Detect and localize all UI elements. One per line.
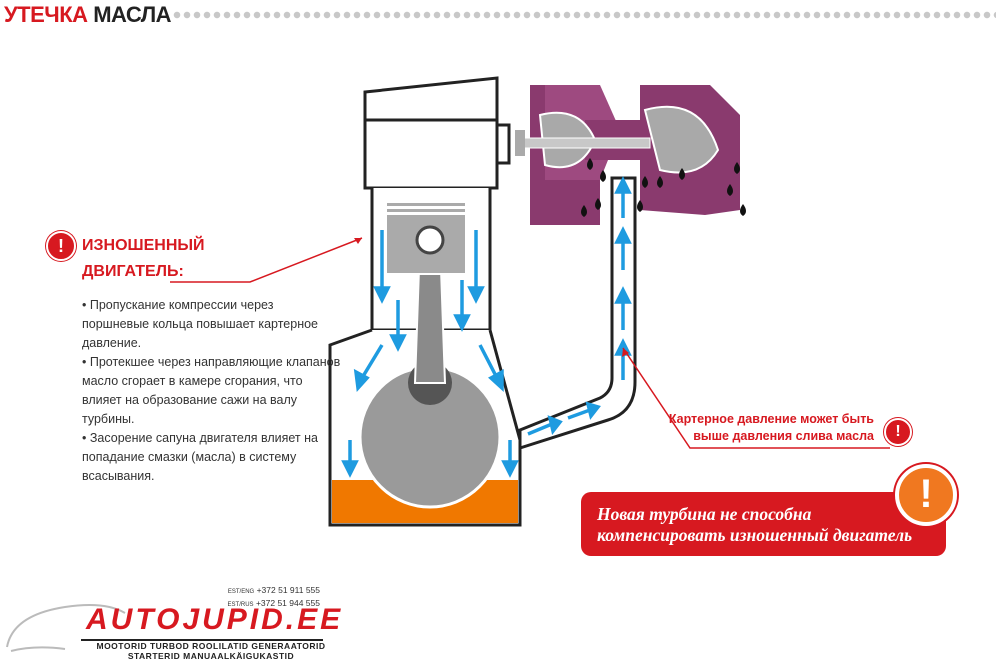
contact-phones: EST/ENG +372 51 911 555 EST/RUS +372 51 … [196,585,320,611]
callout-line-engine [170,237,363,283]
pressure-note-line-1: Картерное давление может быть [668,412,874,426]
bullet-item: • Пропускание компрессии через поршневые… [82,298,319,350]
heading-line-1: ИЗНОШЕННЫЙ [82,237,205,254]
worn-engine-heading: ИЗНОШЕННЫЙ ДВИГАТЕЛЬ: [82,233,205,285]
title-dots-divider [172,10,996,20]
contact-phone: +372 51 911 555 [256,585,320,595]
turbo-warning-banner: Новая турбина не способна компенсировать… [581,492,946,556]
contact-row: EST/RUS +372 51 944 555 [196,598,320,611]
contact-label: EST/ENG [227,589,255,595]
oil-drops [581,158,746,217]
pressure-warning-icon: ! [884,418,912,446]
brand-logo: AUTOJUPID.EE [86,603,344,636]
pressure-note-line-2: выше давления слива масла [693,429,874,443]
page-title: УТЕЧКА МАСЛА [4,2,172,28]
logo-tagline: MOOTORID TURBOD ROOLILATID GENERAATORID … [86,641,336,661]
heading-line-2: ДВИГАТЕЛЬ: [82,263,184,280]
contact-phone: +372 51 944 555 [255,598,320,608]
cylinder-head [363,76,511,190]
tagline-line-1: MOOTORID TURBOD ROOLILATID GENERAATORID [96,641,326,651]
blow-by-arrows [341,176,632,478]
contact-label: EST/RUS [227,602,254,608]
tagline-line-2: STARTERID MANUAALKÄIGUKASTID [127,651,295,661]
big-warning-icon: ! [895,464,957,526]
callout-line-pressure [622,347,890,449]
banner-line-1: Новая турбина не способна [597,504,812,524]
pressure-note: Картерное давление может быть выше давле… [640,411,874,445]
bullet-item: • Протекшее через направляющие клапанов … [82,355,341,426]
bullet-item: • Засорение сапуна двигателя влияет на п… [82,431,318,483]
warning-icon: ! [46,231,76,261]
title-part1: УТЕЧКА [4,2,88,27]
piston [385,201,467,275]
turbocharger [515,85,740,225]
contact-row: EST/ENG +372 51 911 555 [196,585,320,598]
banner-line-2: компенсировать изношенный двигатель [597,525,913,545]
car-silhouette-icon [6,604,323,652]
worn-engine-bullets: • Пропускание компрессии через поршневые… [82,296,342,486]
title-part2: МАСЛА [93,2,172,27]
